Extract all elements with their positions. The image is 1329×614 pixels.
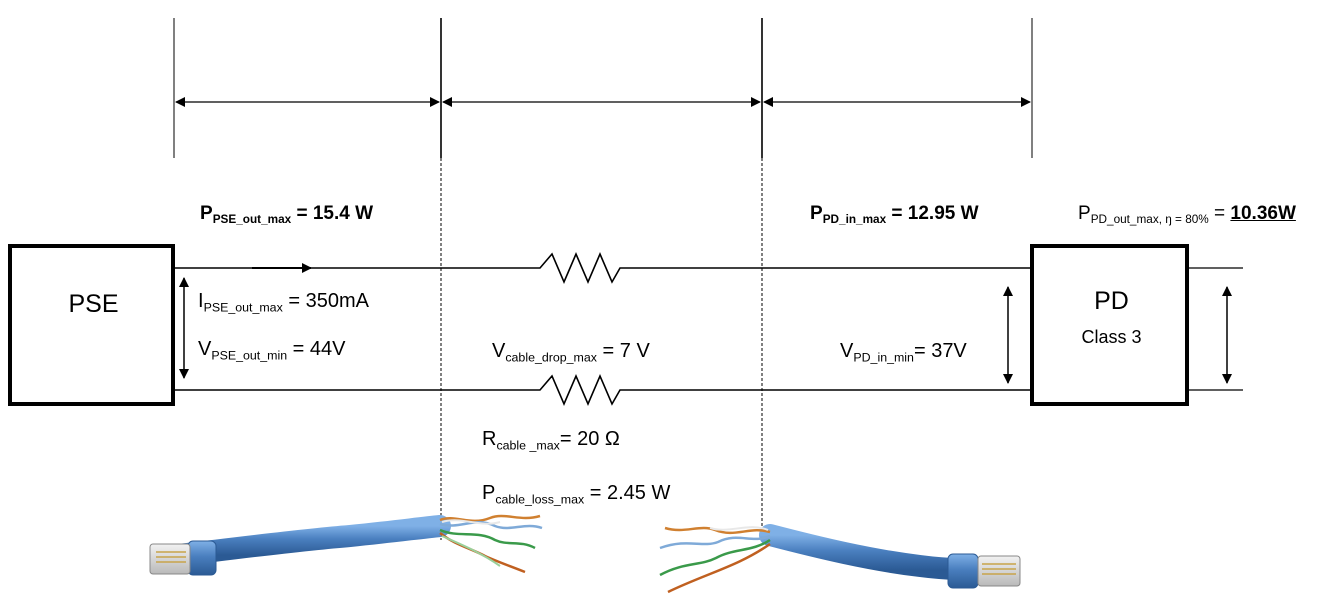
v-pse-out-min-label: VPSE_out_min = 44V [198, 338, 346, 363]
bottom-wire [173, 373, 1032, 407]
pse-box-label: PSE [68, 290, 119, 318]
i-pse-out-max-label: IPSE_out_max = 350mA [198, 290, 369, 315]
pse-box [8, 244, 175, 406]
right-ethernet-cable-image [659, 524, 1021, 594]
p-pd-out-max-label: PPD_out_max, ŋ = 80% = 10.36W [1078, 203, 1296, 227]
v-cable-drop-max-label: Vcable_drop_max = 7 V [492, 340, 650, 365]
pd-box [1030, 244, 1189, 406]
left-ethernet-cable-image [149, 514, 543, 576]
pd-class-label: Class 3 [1081, 327, 1142, 347]
r-cable-max-label: Rcable _max= 20 Ω [482, 428, 620, 453]
p-cable-loss-max-label: Pcable_loss_max = 2.45 W [482, 482, 671, 507]
p-pd-in-max-label: PPD_in_max = 12.95 W [810, 203, 979, 227]
p-pse-out-max-label: PPSE_out_max = 15.4 W [200, 203, 374, 227]
top-wire [173, 251, 1032, 285]
pd-box-label: PD [1094, 287, 1129, 315]
v-pd-in-min-label: VPD_in_min= 37V [840, 340, 967, 365]
